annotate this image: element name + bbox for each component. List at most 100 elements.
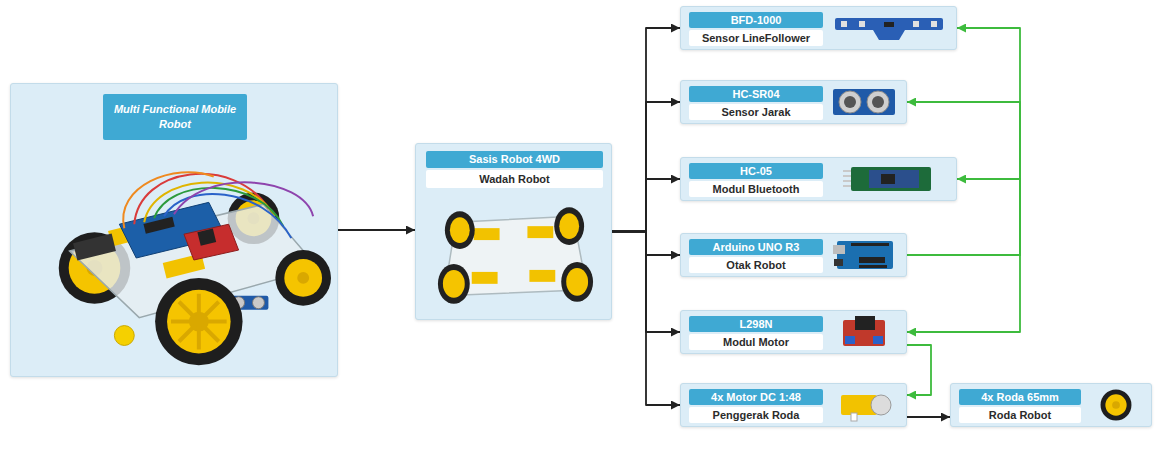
assembly-arrow [612, 28, 680, 232]
illustration-part [1105, 394, 1126, 415]
illustration-part [845, 336, 855, 344]
illustration-part [197, 228, 216, 245]
illustration-part [841, 21, 847, 27]
arduino-board-illustration [829, 237, 899, 273]
illustration-part [843, 175, 851, 177]
component-role-label: Sensor LineFollower [689, 30, 823, 46]
signal-arrow [907, 345, 931, 395]
illustration-part [284, 259, 322, 297]
illustration-part [474, 228, 500, 240]
signal-arrow [907, 28, 1020, 255]
component-name-tag: HC-SR04 [689, 86, 823, 102]
illustration-part [913, 21, 919, 27]
wheel-illustration [1087, 387, 1145, 423]
component-role-label: Roda Robot [959, 407, 1081, 423]
component-name-tag: Arduino UNO R3 [689, 239, 823, 255]
illustration-part [114, 326, 134, 346]
illustration-part [851, 413, 857, 421]
illustration-part [869, 170, 919, 188]
component-panel: Multi Functional Mobile Robot [10, 83, 338, 377]
ultrasonic-sensor-illustration [829, 84, 899, 120]
signal-arrow [907, 255, 1020, 332]
illustration-part [275, 250, 331, 306]
component-panel: Sasis Robot 4WD Wadah Robot [415, 143, 612, 320]
illustration-part [184, 224, 239, 260]
gear-motor-illustration [829, 387, 899, 423]
illustration-part [851, 243, 889, 246]
component-name-tag: Sasis Robot 4WD [426, 151, 603, 168]
component-panel: L298N Modul Motor [680, 310, 907, 354]
illustration-part [843, 185, 851, 187]
illustration-part [566, 268, 588, 296]
illustration-part [859, 265, 887, 268]
illustration-part [931, 21, 937, 27]
assembly-arrow [338, 229, 415, 231]
motor-driver-illustration [829, 314, 899, 350]
illustration-part [297, 272, 309, 284]
illustration-part [851, 167, 931, 191]
component-role-label: Wadah Robot [426, 170, 603, 188]
illustration-part [839, 91, 861, 113]
illustration-part [833, 89, 895, 115]
illustration-part [859, 257, 885, 263]
illustration-part [843, 170, 851, 172]
component-name-tag: HC-05 [689, 163, 823, 179]
assembly-arrow [907, 416, 950, 418]
illustration-part [833, 245, 845, 254]
illustration-part [855, 316, 875, 330]
component-panel: Arduino UNO R3 Otak Robot [680, 233, 907, 277]
illustration-part [472, 272, 498, 284]
illustration-part [438, 264, 470, 304]
line-sensor-illustration [829, 10, 949, 46]
illustration-part [450, 217, 470, 243]
component-role-label: Sensor Jarak [689, 104, 823, 120]
assembly-arrow [612, 232, 680, 406]
component-panel: HC-05Modul Bluetooth [680, 157, 957, 201]
component-panel: HC-SR04Sensor Jarak [680, 80, 907, 124]
assembly-arrow [612, 102, 680, 232]
illustration-part [559, 213, 579, 239]
component-name-tag: 4x Motor DC 1:48 [689, 389, 823, 405]
illustration-part [837, 241, 893, 269]
illustration-part [871, 395, 891, 415]
illustration-part [73, 234, 116, 261]
component-name-tag: BFD-1000 [689, 12, 823, 28]
illustration-part [844, 96, 856, 108]
illustration-part [884, 22, 894, 27]
illustration-part [1112, 401, 1120, 409]
component-role-label: Modul Motor [689, 334, 823, 350]
illustration-part [529, 270, 555, 282]
component-panel: 4x Motor DC 1:48Penggerak Roda [680, 383, 907, 427]
illustration-part [872, 96, 884, 108]
illustration-part [143, 217, 174, 234]
component-name-tag: L298N [689, 316, 823, 332]
component-panel: BFD-1000Sensor LineFollower [680, 6, 957, 50]
bluetooth-module-illustration [829, 161, 949, 197]
illustration-part [443, 270, 465, 298]
illustration-part [253, 297, 265, 309]
illustration-part [445, 211, 475, 249]
robot-car-illustration [15, 146, 333, 372]
illustration-part [155, 278, 242, 365]
illustration-part [123, 172, 214, 228]
component-role-label: Otak Robot [689, 257, 823, 273]
component-name-tag: Multi Functional Mobile Robot [103, 94, 247, 140]
illustration-part [561, 262, 593, 302]
illustration-part [867, 91, 889, 113]
illustration-part [843, 180, 851, 182]
component-role-label: Penggerak Roda [689, 407, 823, 423]
component-role-label: Modul Bluetooth [689, 181, 823, 197]
illustration-part [834, 259, 843, 266]
illustration-part [554, 207, 584, 245]
illustration-part [881, 174, 895, 184]
illustration-part [873, 30, 905, 40]
illustration-part [174, 182, 313, 216]
assembly-arrow [612, 179, 680, 232]
illustration-part [859, 21, 865, 27]
illustration-part [527, 226, 553, 238]
illustration-part [171, 294, 227, 350]
illustration-part [873, 336, 883, 344]
illustration-part [167, 290, 231, 354]
component-panel: 4x Roda 65mmRoda Robot [950, 383, 1152, 427]
